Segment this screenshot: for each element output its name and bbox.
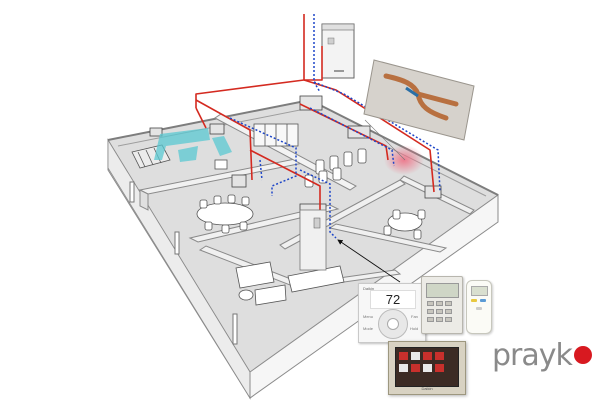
thermostat-menu-label: Menu (363, 314, 374, 319)
touch-tile-icon (411, 352, 420, 360)
outdoor-unit (321, 23, 355, 79)
pipe-fitting-inset (363, 59, 475, 141)
column-controller (299, 209, 327, 271)
thermostat-mode-label: Mode (363, 326, 374, 331)
touch-tile-icon (423, 352, 432, 360)
wired-button-icon (445, 309, 452, 314)
wired-button-icon (427, 301, 434, 306)
inset-leader (364, 119, 406, 161)
touch-tile-icon (399, 352, 408, 360)
wired-button-icon (427, 309, 434, 314)
wired-button-icon (436, 309, 443, 314)
touch-panel-brand: Daikin (421, 386, 433, 391)
thermostat-center-button-icon (387, 318, 399, 330)
controller-pointer-arrow (337, 239, 401, 283)
wired-button-icon (436, 301, 443, 306)
wired-button-icon (436, 317, 443, 322)
thermostat-hold-label: Hold (410, 326, 419, 331)
wired-controller-lcd (426, 283, 459, 298)
touch-tile-icon (399, 364, 408, 372)
thermostat-brand: Daikin (363, 286, 375, 291)
prayk-logo: prayk (492, 336, 598, 376)
logo-red-dot-icon (573, 345, 592, 364)
remote-button-icon (476, 307, 482, 310)
remote-control (466, 280, 492, 334)
touch-tile-icon (411, 364, 420, 372)
furniture (131, 123, 426, 306)
touch-panel-controller: Daikin (388, 341, 466, 395)
wired-controller (421, 276, 463, 334)
control-wiring (229, 14, 441, 239)
thermostat-display: 72 (370, 290, 416, 309)
thermostat-fan-label: Fan (411, 314, 418, 319)
touch-tile-icon (435, 352, 444, 360)
wired-button-icon (445, 301, 452, 306)
wired-button-icon (445, 317, 452, 322)
highlight-glow (384, 145, 424, 175)
touch-tile-icon (435, 364, 444, 372)
remote-lcd (471, 286, 488, 296)
wired-button-icon (427, 317, 434, 322)
touch-tile-icon (423, 364, 432, 372)
logo-text: prayk (492, 338, 573, 373)
thermostat-card: Daikin 72 Menu Mode Fan Hold (358, 283, 426, 343)
remote-button-icon (480, 299, 486, 302)
airflow-arrows (154, 128, 232, 162)
remote-button-icon (471, 299, 477, 302)
